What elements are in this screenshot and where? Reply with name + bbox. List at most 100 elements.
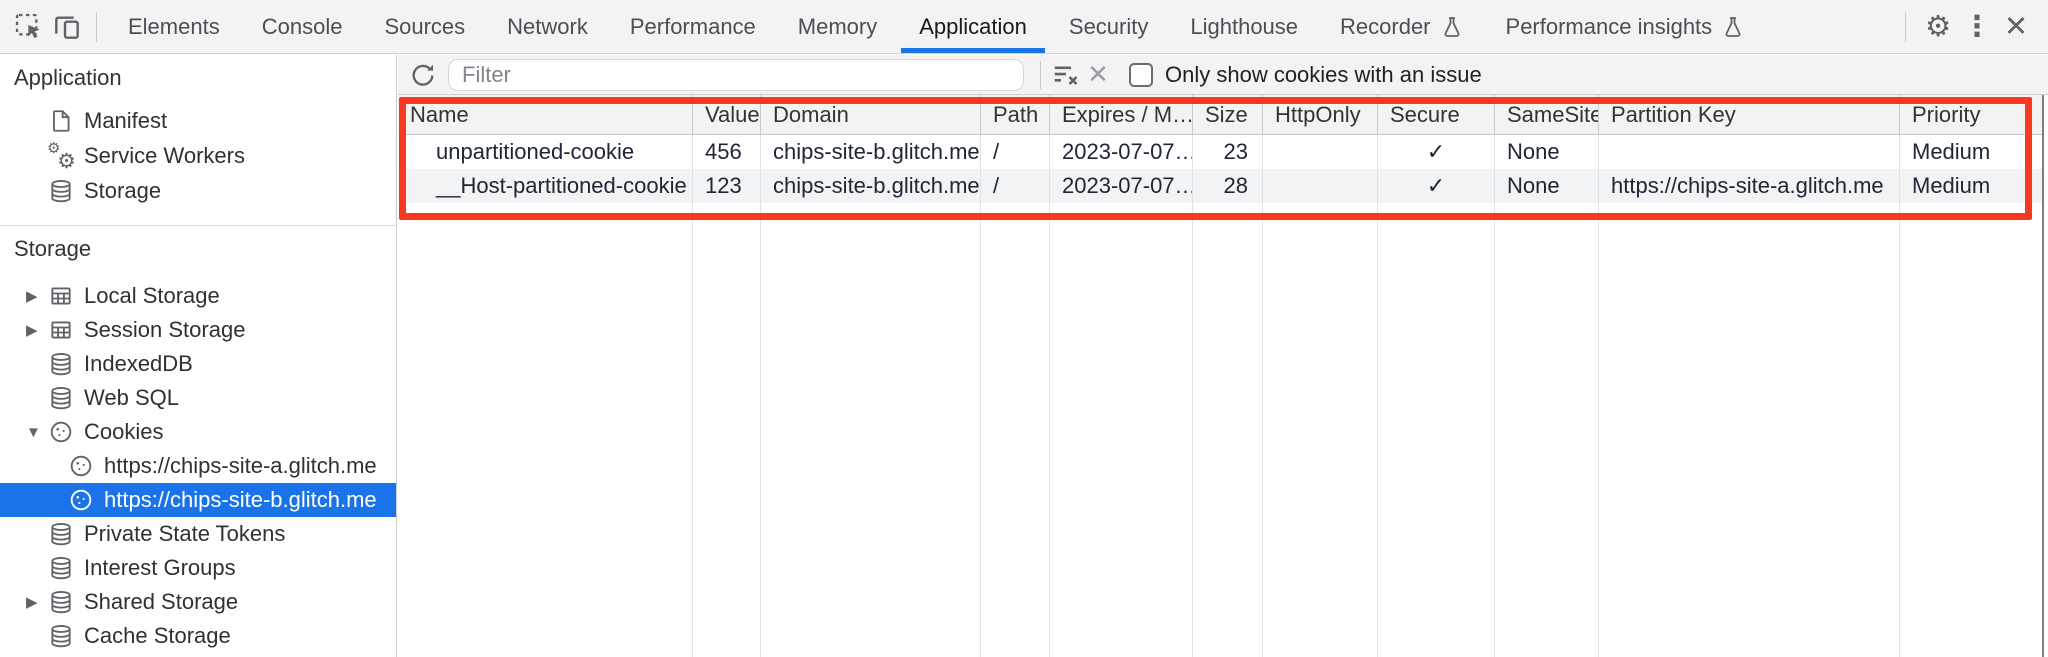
refresh-icon bbox=[409, 61, 437, 89]
column-header-path[interactable]: Path bbox=[981, 95, 1050, 135]
cell-expires[interactable]: 2023-07-07… bbox=[1050, 135, 1193, 169]
sidebar-item-private-state-tokens[interactable]: Private State Tokens bbox=[0, 517, 396, 551]
cell-secure-checkmark[interactable]: ✓ bbox=[1378, 135, 1495, 169]
database-icon bbox=[48, 351, 74, 377]
cell-httponly[interactable] bbox=[1263, 169, 1378, 203]
chevron-right-icon[interactable]: ▶ bbox=[26, 288, 38, 305]
cell-priority[interactable]: Medium bbox=[1912, 139, 1991, 164]
close-devtools-icon[interactable]: ✕ bbox=[1994, 0, 2038, 54]
storage-section-title: Storage bbox=[14, 236, 92, 261]
column-header-samesite[interactable]: SameSite bbox=[1495, 95, 1599, 135]
tab-application[interactable]: Application bbox=[898, 0, 1048, 53]
inspect-element-icon[interactable] bbox=[10, 0, 48, 54]
column-header-expires[interactable]: Expires / M… bbox=[1050, 95, 1193, 135]
column-header-name[interactable]: Name bbox=[398, 95, 693, 135]
sidebar-item-session-storage[interactable]: ▶ Session Storage bbox=[26, 317, 246, 342]
database-icon bbox=[48, 589, 74, 615]
cell-samesite[interactable]: None bbox=[1495, 169, 1599, 203]
database-icon bbox=[48, 178, 74, 204]
inspect-cursor-icon bbox=[13, 11, 45, 43]
cell-expires[interactable]: 2023-07-07… bbox=[1050, 169, 1193, 203]
cell-partition-key[interactable] bbox=[1599, 135, 1900, 169]
cell-name[interactable]: unpartitioned-cookie bbox=[398, 135, 693, 169]
column-header-priority[interactable]: Priority bbox=[1900, 95, 2043, 135]
cell-secure-checkmark[interactable]: ✓ bbox=[1378, 169, 1495, 203]
sidebar-item-storage[interactable]: Storage bbox=[0, 173, 396, 208]
sidebar-item-service-workers[interactable]: ⚙⚙ Service Workers bbox=[47, 139, 245, 173]
gears-icon: ⚙⚙ bbox=[47, 139, 76, 173]
tab-memory[interactable]: Memory bbox=[797, 13, 878, 39]
table-empty-column bbox=[1495, 203, 1599, 657]
clear-filter-button[interactable] bbox=[1049, 58, 1083, 92]
column-header-secure[interactable]: Secure bbox=[1378, 95, 1495, 135]
cookie-filter-input[interactable] bbox=[448, 58, 1024, 91]
table-empty-column bbox=[761, 203, 981, 657]
tab-sources[interactable]: Sources bbox=[384, 13, 466, 39]
sidebar-item-interest-groups[interactable]: Interest Groups bbox=[0, 551, 396, 585]
column-header-partition-key[interactable]: Partition Key bbox=[1599, 95, 1900, 135]
cell-partition-key[interactable]: https://chips-site-a.glitch.me bbox=[1599, 169, 1900, 203]
tab-elements[interactable]: Elements bbox=[128, 13, 220, 39]
tab-performance-insights[interactable]: Performance insights bbox=[1485, 0, 1767, 53]
tab-network[interactable]: Network bbox=[507, 13, 588, 39]
cell-httponly[interactable] bbox=[1263, 135, 1378, 169]
more-options-kebab-icon[interactable]: ⋮ bbox=[1960, 0, 1994, 54]
tab-recorder[interactable]: Recorder bbox=[1319, 0, 1484, 53]
sidebar-item-web-sql[interactable]: Web SQL bbox=[0, 381, 396, 415]
cell-size[interactable]: 23 bbox=[1193, 135, 1263, 169]
refresh-button[interactable] bbox=[406, 58, 440, 92]
settings-gear-icon[interactable]: ⚙ bbox=[1916, 0, 1960, 54]
issues-filter-label[interactable]: Only show cookies with an issue bbox=[1165, 61, 1482, 87]
pane-right-edge-line bbox=[2042, 95, 2044, 657]
divider bbox=[1905, 11, 1906, 42]
table-empty-column bbox=[693, 203, 761, 657]
cell-priority[interactable]: Medium bbox=[1900, 169, 2043, 203]
database-icon bbox=[48, 555, 74, 581]
delete-cookies-icon[interactable]: ✕ bbox=[1083, 58, 1113, 92]
sidebar-item-manifest[interactable]: Manifest bbox=[0, 103, 396, 138]
sidebar-item-cookies-chips-site-a[interactable]: https://chips-site-a.glitch.me bbox=[0, 449, 396, 483]
cookie-icon bbox=[48, 419, 74, 445]
clear-filter-icon bbox=[1051, 60, 1081, 90]
database-icon bbox=[48, 521, 74, 547]
cell-value[interactable]: 123 bbox=[693, 169, 761, 203]
tab-lighthouse[interactable]: Lighthouse bbox=[1190, 13, 1299, 39]
cell-domain[interactable]: chips-site-b.glitch.me bbox=[761, 135, 981, 169]
cell-path[interactable]: / bbox=[981, 135, 1050, 169]
cell-path[interactable]: / bbox=[981, 169, 1050, 203]
table-empty-column bbox=[1900, 203, 2043, 657]
sidebar-item-cache-storage[interactable]: Cache Storage bbox=[0, 619, 396, 653]
sidebar-item-indexeddb[interactable]: IndexedDB bbox=[0, 347, 396, 381]
table-empty-column bbox=[1193, 203, 1263, 657]
cookies-table: Name Value Domain Path Expires / M… Size… bbox=[398, 95, 2043, 657]
issues-filter-checkbox[interactable] bbox=[1129, 62, 1153, 87]
sidebar-item-cookies-chips-site-b[interactable]: https://chips-site-b.glitch.me bbox=[0, 483, 396, 517]
chevron-down-icon[interactable]: ▼ bbox=[26, 423, 41, 441]
column-header-domain[interactable]: Domain bbox=[761, 95, 981, 135]
devtools-window-controls: ⚙ ⋮ ✕ bbox=[1895, 0, 2048, 53]
chevron-right-icon[interactable]: ▶ bbox=[26, 322, 38, 339]
cell-value[interactable]: 456 bbox=[693, 135, 761, 169]
cell-samesite[interactable]: None bbox=[1495, 135, 1599, 169]
sidebar-item-cookies[interactable]: ▼ Cookies bbox=[26, 419, 164, 445]
storage-section: Storage ▶ Local Storage ▶ bbox=[0, 232, 396, 653]
cell-size[interactable]: 28 bbox=[1193, 169, 1263, 203]
column-header-size[interactable]: Size bbox=[1193, 95, 1263, 135]
cookie-icon bbox=[68, 453, 94, 479]
application-section: Application Manifest ⚙⚙ Service Workers bbox=[0, 61, 396, 208]
tab-performance[interactable]: Performance bbox=[629, 13, 756, 39]
cell-name[interactable]: __Host-partitioned-cookie bbox=[398, 169, 693, 203]
toggle-device-toolbar-button[interactable] bbox=[48, 0, 86, 54]
cell-domain[interactable]: chips-site-b.glitch.me bbox=[761, 169, 981, 203]
chevron-right-icon[interactable]: ▶ bbox=[26, 594, 38, 611]
column-header-httponly[interactable]: HttpOnly bbox=[1263, 95, 1378, 135]
column-header-value[interactable]: Value bbox=[693, 95, 761, 135]
tab-security[interactable]: Security bbox=[1068, 13, 1149, 39]
devtools-tabbar: Elements Console Sources Network Perform… bbox=[0, 0, 2048, 54]
sidebar-item-shared-storage[interactable]: ▶ Shared Storage bbox=[26, 589, 239, 615]
sidebar-divider bbox=[0, 225, 396, 226]
tab-console[interactable]: Console bbox=[261, 13, 343, 39]
sidebar-item-local-storage[interactable]: ▶ Local Storage bbox=[26, 283, 220, 309]
table-icon bbox=[48, 283, 74, 309]
cookie-icon bbox=[68, 487, 94, 513]
